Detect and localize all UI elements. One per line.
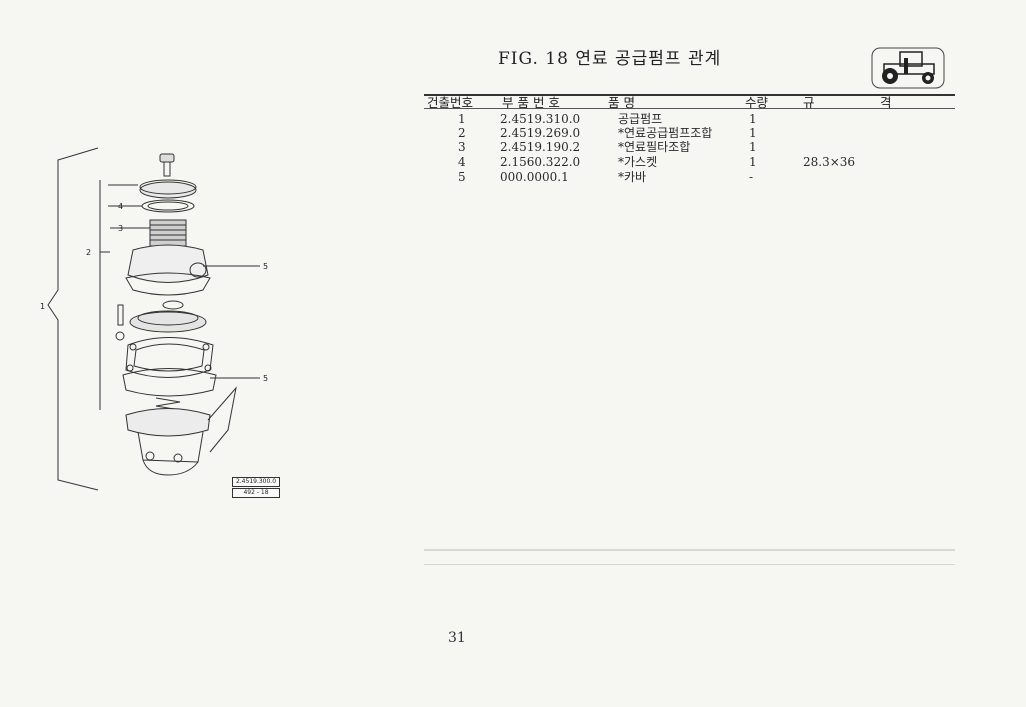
part-label: 4 xyxy=(118,202,124,211)
row-name: *가스켓 xyxy=(618,155,658,169)
part-label: 5 xyxy=(263,262,269,271)
part-label: 2 xyxy=(86,248,92,257)
row-qty: - xyxy=(749,170,754,184)
row-qty: 1 xyxy=(749,140,757,154)
fuel-pump-exploded-diagram xyxy=(47,147,260,491)
page-number: 31 xyxy=(448,630,466,646)
row-name: *연료필타조합 xyxy=(618,140,691,154)
row-name: *연료공급펌프조합 xyxy=(618,126,713,140)
col-header-spec-2: 격 xyxy=(880,95,892,110)
row-part: 2.4519.190.2 xyxy=(500,140,581,154)
part-label: 5 xyxy=(263,374,269,383)
tractor-icon xyxy=(871,47,945,89)
diagram-ref-code: 2.4519.300.0 xyxy=(232,477,280,487)
diagram-reference-box: 2.4519.300.0 492 - 18 xyxy=(232,477,280,499)
col-header-part: 부 품 번 호 xyxy=(502,95,560,110)
row-part: 2.1560.322.0 xyxy=(500,155,581,169)
col-header-qty: 수량 xyxy=(745,95,769,110)
part-label: 1 xyxy=(40,302,46,311)
row-no: 5 xyxy=(458,170,466,184)
col-header-no: 건출번호 xyxy=(427,95,474,110)
col-header-name: 품 명 xyxy=(608,95,635,110)
row-part: 000.0000.1 xyxy=(500,170,569,184)
table-header-rule xyxy=(424,108,955,109)
figure-title: FIG. 18 연료 공급펌프 관계 xyxy=(498,49,722,69)
bleed-through-mirror xyxy=(420,485,960,625)
part-label: 3 xyxy=(118,224,124,233)
row-no: 3 xyxy=(458,140,466,154)
col-header-spec-1: 규 xyxy=(803,95,815,110)
row-no: 1 xyxy=(458,112,466,126)
row-part: 2.4519.269.0 xyxy=(500,126,581,140)
row-qty: 1 xyxy=(749,112,757,126)
row-qty: 1 xyxy=(749,155,757,169)
row-no: 4 xyxy=(458,155,466,169)
row-name: 공급펌프 xyxy=(618,112,663,126)
row-part: 2.4519.310.0 xyxy=(500,112,581,126)
row-qty: 1 xyxy=(749,126,757,140)
table-top-rule xyxy=(424,94,955,96)
row-spec: 28.3×36 xyxy=(803,155,856,169)
row-name: *카바 xyxy=(618,170,647,184)
diagram-ref-sub: 492 - 18 xyxy=(232,488,280,498)
row-no: 2 xyxy=(458,126,466,140)
